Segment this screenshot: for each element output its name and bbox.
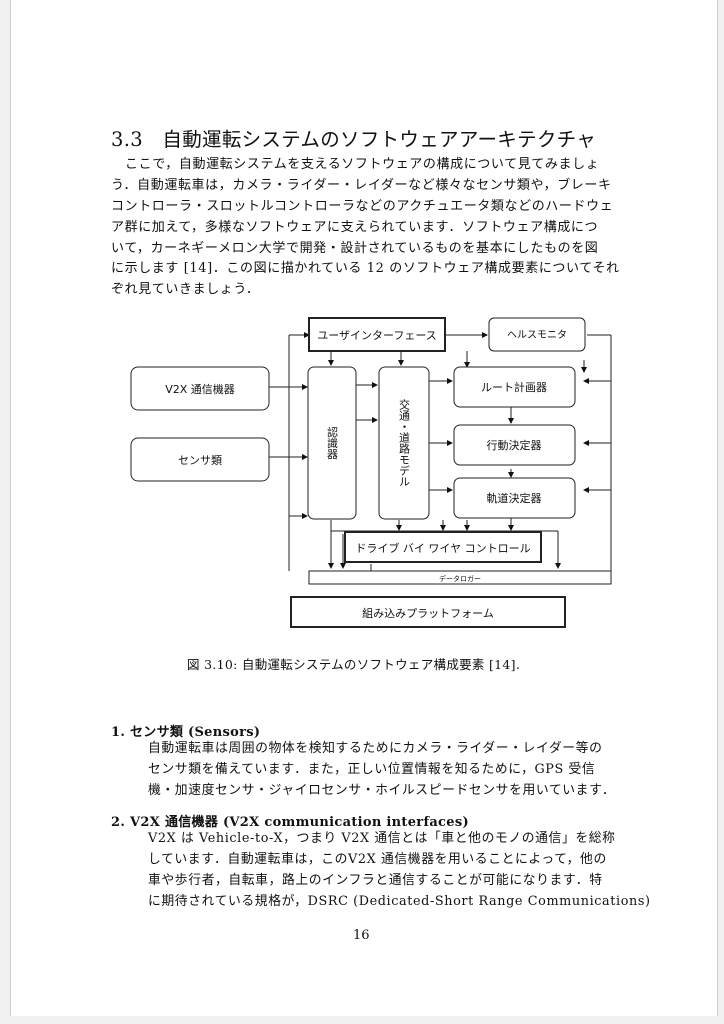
- item-line: しています．自動運転車は，このV2X 通信機器を用いることによって，他の: [148, 852, 607, 867]
- item-line: 車や歩行者，自転車，路上のインフラと通信することが可能になります．特: [148, 873, 603, 888]
- user-interface-label: ユーザインターフェース: [317, 329, 437, 342]
- user-interface-box: [308, 317, 446, 352]
- item-line: V2X は Vehicle-to-X，つまり V2X 通信とは「車と他のモノの通…: [148, 831, 616, 846]
- section-heading: 3.3 自動運転システムのソフトウェアアーキテクチャ: [111, 123, 596, 152]
- intro-line: コントローラ・スロットルコントローラなどのアクチュエータ類などのハードウェ: [111, 199, 614, 214]
- software-architecture-diagram: ユーザインターフェース ヘルスモニタ V2X 通信機器 センサ類 認識器 交通・…: [130, 317, 612, 628]
- behavior-decider-box: [453, 424, 576, 466]
- page-number: 16: [353, 928, 370, 943]
- drive-by-wire-box: [344, 531, 542, 563]
- item-line: センサ類を備えています．また，正しい位置情報を知るために，GPS 受信: [148, 762, 596, 777]
- embedded-platform-box: [290, 596, 566, 628]
- v2x-device-box: [130, 366, 270, 411]
- sensors-label: センサ類: [178, 454, 222, 467]
- section-title: 自動運転システムのソフトウェアアーキテクチャ: [162, 128, 597, 151]
- health-monitor-label: ヘルスモニタ: [507, 329, 567, 341]
- drive-by-wire-label: ドライブ バイ ワイヤ コントロール: [355, 541, 530, 555]
- sensors-box: [130, 437, 270, 482]
- recognizer-box: [307, 366, 357, 520]
- behavior-decider-label: 行動決定器: [487, 438, 542, 452]
- route-planner-box: [453, 366, 576, 408]
- intro-line: に示します [14]．この図に描かれている 12 のソフトウェア構成要素について…: [111, 261, 620, 276]
- document-page: 3.3 自動運転システムのソフトウェアアーキテクチャ ここで，自動運転システムを…: [10, 0, 718, 1016]
- recognizer-label: 認識器: [326, 425, 339, 460]
- v2x-device-label: V2X 通信機器: [165, 382, 235, 396]
- data-logger-label: データロガー: [439, 574, 481, 583]
- route-planner-label: ルート計画器: [481, 380, 547, 394]
- intro-line: う．自動運転車は，カメラ・ライダー・レイダーなど様々なセンサ類や，ブレーキ: [111, 178, 612, 193]
- traffic-road-model-label: 交通・道路モデル: [398, 398, 411, 487]
- item-line: 自動運転車は周囲の物体を検知するためにカメラ・ライダー・レイダー等の: [148, 741, 603, 756]
- trajectory-decider-box: [453, 477, 576, 519]
- data-logger-box: [308, 570, 612, 585]
- intro-line: ここで，自動運転システムを支えるソフトウェアの構成について見てみましょ: [125, 157, 600, 172]
- embedded-platform-label: 組み込みプラットフォーム: [362, 607, 494, 620]
- item-heading-sensors: 1. センサ類 (Sensors): [111, 725, 261, 740]
- item-line: に期待されている規格が，DSRC (Dedicated-Short Range …: [148, 894, 651, 909]
- health-monitor-box: [488, 317, 586, 352]
- trajectory-decider-label: 軌道決定器: [487, 491, 542, 505]
- item-line: 機・加速度センサ・ジャイロセンサ・ホイルスピードセンサを用いています．: [148, 783, 616, 798]
- intro-line: いて，カーネギーメロン大学で開発・設計されているものを基本にしたものを図: [111, 241, 599, 256]
- intro-line: ぞれ見ていきましょう．: [111, 282, 260, 297]
- item-heading-v2x: 2. V2X 通信機器 (V2X communication interface…: [111, 815, 469, 830]
- traffic-road-model-box: [378, 366, 430, 520]
- intro-line: ア群に加えて，多様なソフトウェアに支えられています．ソフトウェア構成につ: [111, 220, 599, 235]
- section-number: 3.3: [111, 128, 143, 151]
- figure-caption: 図 3.10: 自動運転システムのソフトウェア構成要素 [14].: [187, 657, 521, 672]
